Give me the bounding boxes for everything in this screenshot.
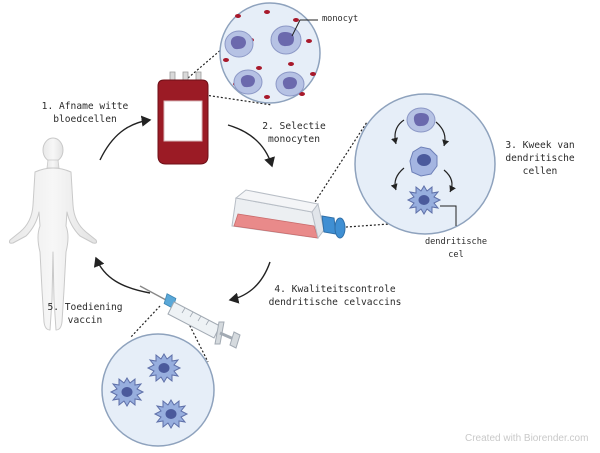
dendritic-cell-line1: dendritische [424,237,488,247]
step1-line2: bloedcellen [53,114,117,125]
step1-label: 1. Afname witte bloedcellen [30,100,140,126]
step4-line1: 4. Kwaliteitscontrole [274,284,396,295]
dendritic-cell-line2: cel [448,250,464,260]
monocyte-callout-line [291,19,318,37]
step4-label: 4. Kwaliteitscontrole dendritische celva… [250,283,420,309]
vaccine-circle [101,333,215,447]
step1-line1: 1. Afname witte [41,101,129,112]
zoom-line-syringe-right [187,321,209,363]
culture-flask [231,189,346,240]
watermark: Created with Biorender.com [465,433,589,444]
step5-label: 5. Toediening vaccin [36,301,134,327]
culture-circle [354,93,496,235]
blood-bag [157,71,209,165]
zoom-line-blood-top [187,41,231,79]
zoom-line-syringe-left [129,305,161,339]
zoom-line-blood-bottom [204,94,273,106]
step3-line3: cellen [522,166,558,177]
monocyte-circle [219,2,321,104]
monocyte-label: monocyt [322,14,359,24]
step5-line2: vaccin [67,315,103,326]
dendritic-callout-line [440,205,457,226]
step5-line1: 5. Toediening [47,302,123,313]
dendritic-cell-label: dendritische cel [416,236,496,262]
arrow-step4-to-5 [93,256,151,294]
zoom-line-flask-top [312,121,368,206]
step4-line2: dendritische celvaccins [268,297,402,308]
step2-line2: monocyten [268,134,320,145]
step2-line1: 2. Selectie [262,121,326,132]
step3-line1: 3. Kweek van [505,140,575,151]
arrow-step1-to-2 [99,115,152,161]
syringe [139,285,241,349]
step3-line2: dendritische [505,153,575,164]
human-figure [8,137,98,331]
step3-label: 3. Kweek van dendritische cellen [492,139,588,178]
arrow-step2-to-3 [227,124,275,168]
arrow-step3-to-4 [228,261,271,304]
step2-label: 2. Selectie monocyten [248,120,340,146]
